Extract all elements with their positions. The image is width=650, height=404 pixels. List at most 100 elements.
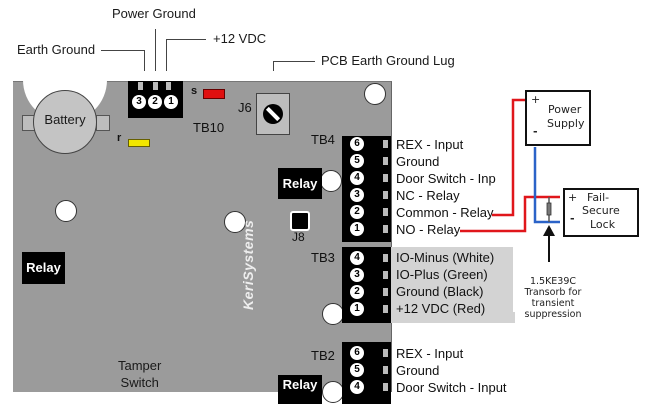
transorb-line2: Transorb for <box>524 287 582 298</box>
transorb-arrow-head <box>543 225 555 236</box>
tb4-pin-4: 4 <box>350 171 364 185</box>
relay-tb2: Relay <box>278 375 322 404</box>
mounting-hole <box>224 211 246 233</box>
tb3-pin-1: 1 <box>350 302 364 316</box>
transorb-note: 1.5KE39C Transorb for transient suppress… <box>518 276 588 320</box>
tb3-tab <box>383 254 388 262</box>
tb4-label: TB4 <box>311 132 335 147</box>
tb10-tab <box>138 82 143 90</box>
lock-minus: - <box>570 212 575 225</box>
tb3-pin-4: 4 <box>350 251 364 265</box>
tb10-pin-1: 1 <box>164 95 178 109</box>
tb2-label: TB2 <box>311 348 335 363</box>
j6-lug <box>256 93 290 135</box>
led-r-label: r <box>117 132 122 144</box>
tb3-label: TB3 <box>311 250 335 265</box>
plus12vdc-callout: +12 VDC <box>213 31 267 46</box>
tb4-pin-5: 5 <box>350 154 364 168</box>
led-r <box>128 139 150 147</box>
tb4-pin-6: 6 <box>350 137 364 151</box>
tb10-pin-3: 3 <box>132 95 146 109</box>
tb3-terminal-label: IO-Plus (Green) <box>396 267 488 282</box>
power-supply: + - Power Supply <box>525 90 591 146</box>
tb4-tab <box>383 208 388 216</box>
tb2-terminal-label: REX - Input <box>396 346 464 361</box>
tb3-tab <box>383 271 388 279</box>
leader-12v <box>166 39 206 40</box>
wire-common-to-psu-plus <box>492 98 525 217</box>
j6-label: J6 <box>238 100 252 115</box>
tb4-pin-1: 1 <box>350 222 364 236</box>
tb2-terminal-label: Ground <box>396 363 440 378</box>
transorb-line3: transient <box>531 298 575 309</box>
tb2-tab <box>383 349 388 357</box>
tb4-terminal-label: Common - Relay <box>396 205 494 220</box>
tb3-terminal-label: IO-Minus (White) <box>396 250 495 265</box>
tb4-tab <box>383 225 388 233</box>
tamper-line1: Tamper <box>118 358 162 373</box>
leader-lug <box>273 61 315 62</box>
leader-power-v <box>155 29 156 71</box>
leader-12v-v <box>166 39 167 71</box>
led-s <box>203 89 225 99</box>
tb4-terminal-label: NC - Relay <box>396 188 460 203</box>
psu-plus: + <box>531 93 541 106</box>
tb3-highlight-ext <box>480 312 515 323</box>
tb10-tab <box>153 82 158 90</box>
tb4-tab <box>383 174 388 182</box>
tb2-pin-5: 5 <box>350 363 364 377</box>
tb3-terminal-label: +12 VDC (Red) <box>396 301 486 316</box>
tb3-highlight <box>391 247 513 323</box>
relay-left: Relay <box>22 252 65 284</box>
lock-line3: Lock <box>590 218 616 231</box>
tb4-tab <box>383 157 388 165</box>
tb4-pin-2: 2 <box>350 205 364 219</box>
fail-secure-lock: + - Fail- Secure Lock <box>563 188 639 237</box>
tb4-pin-3: 3 <box>350 188 364 202</box>
tb10-pin-2: 2 <box>148 95 162 109</box>
pcb-lug-callout: PCB Earth Ground Lug <box>321 53 455 68</box>
tb3-terminal-label: Ground (Black) <box>396 284 484 299</box>
lock-line1: Fail- <box>587 191 610 204</box>
tb4-tab <box>383 140 388 148</box>
earth-ground-callout: Earth Ground <box>17 42 96 57</box>
transorb-body <box>546 202 552 216</box>
lock-line2: Secure <box>582 204 620 217</box>
tb4-terminal-label: Door Switch - Inp <box>396 171 496 186</box>
tb4-terminal-label: Ground <box>396 154 440 169</box>
tamper-switch-label: Tamper Switch <box>118 357 161 391</box>
tb2-terminal-label: Door Switch - Input <box>396 380 507 395</box>
relay-tb4: Relay <box>278 168 322 199</box>
lock-plus: + <box>568 191 578 204</box>
tb4-tab <box>383 191 388 199</box>
led-s-label: s <box>191 85 198 97</box>
j8-jumper <box>290 211 310 231</box>
tb4-terminal-label: REX - Input <box>396 137 464 152</box>
power-ground-callout: Power Ground <box>112 6 196 21</box>
tb3-tab <box>383 305 388 313</box>
psu-minus: - <box>533 125 538 138</box>
tb10-label: TB10 <box>193 120 225 135</box>
tb2-tab <box>383 366 388 374</box>
tb3-pin-2: 2 <box>350 285 364 299</box>
tb10-tab <box>166 82 171 90</box>
tb2-pin-4: 4 <box>350 380 364 394</box>
mounting-hole <box>55 200 77 222</box>
tb3-pin-3: 3 <box>350 268 364 282</box>
tamper-line2: Switch <box>120 375 159 390</box>
tb2-tab <box>383 383 388 391</box>
mounting-hole <box>364 83 386 105</box>
screw-icon <box>263 104 283 124</box>
battery: Battery <box>33 90 97 154</box>
wire-psu-minus-to-lock-minus <box>533 147 560 224</box>
wire-no-to-lock-plus <box>460 195 560 233</box>
tb3-tab <box>383 288 388 296</box>
tb4-terminal-label: NO - Relay <box>396 222 461 237</box>
psu-line2: Supply <box>547 117 585 130</box>
leader-lug-v <box>273 61 274 71</box>
tb2-pin-6: 6 <box>350 346 364 360</box>
transorb-line4: suppression <box>524 309 582 320</box>
transorb-line1: 1.5KE39C <box>529 276 577 287</box>
j8-label: J8 <box>292 230 305 244</box>
